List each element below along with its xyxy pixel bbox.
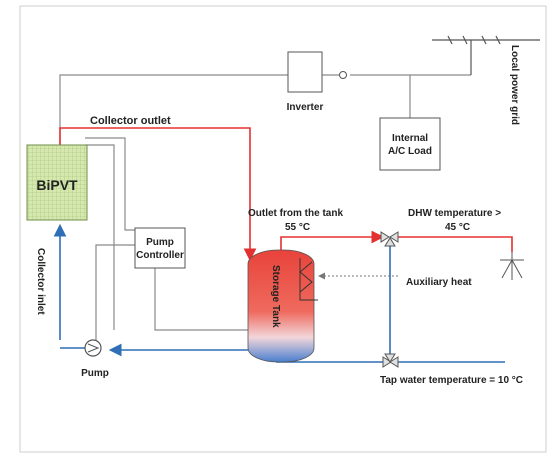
dhw-temperature-label-1: DHW temperature > <box>408 208 501 219</box>
pump-controller-label-1: Pump <box>146 237 174 248</box>
internal-load-box <box>379 117 441 171</box>
mixing-valve-top-icon <box>380 231 399 247</box>
pump-controller-box <box>134 227 186 269</box>
pump-controller-label-2: Controller <box>136 250 184 261</box>
pump-icon <box>84 339 102 357</box>
inverter-box <box>287 51 323 93</box>
tap-water-temperature-label: Tap water temperature = 10 °C <box>380 375 523 386</box>
internal-load-label-1: Internal <box>392 133 428 144</box>
electrical-wiring <box>59 74 471 340</box>
tap-outlet-icon <box>500 252 524 280</box>
collector-inlet-label: Collector inlet <box>35 248 46 315</box>
storage-tank-label: Storage Tank <box>270 265 281 328</box>
bipvt-label: BiPVT <box>36 177 78 193</box>
inverter-label: Inverter <box>287 102 324 113</box>
storage-tank <box>247 249 318 363</box>
outlet-from-tank-label-2: 55 °C <box>285 222 310 233</box>
internal-load-label-2: A/C Load <box>388 146 432 157</box>
mixing-valve-bottom-icon <box>382 353 399 368</box>
collector-outlet-label: Collector outlet <box>90 115 171 127</box>
connector-icon <box>339 71 347 79</box>
auxiliary-heat-label: Auxiliary heat <box>406 277 472 288</box>
local-power-grid-label: Local power grid <box>509 45 520 125</box>
bipvt-panel <box>26 144 88 221</box>
power-grid-line <box>432 35 540 75</box>
outlet-from-tank-label-1: Outlet from the tank <box>248 208 343 219</box>
cold-pipes <box>53 223 505 363</box>
dhw-temperature-label-2: 45 °C <box>445 222 470 233</box>
figure-frame <box>19 5 547 453</box>
pump-label: Pump <box>81 368 109 379</box>
